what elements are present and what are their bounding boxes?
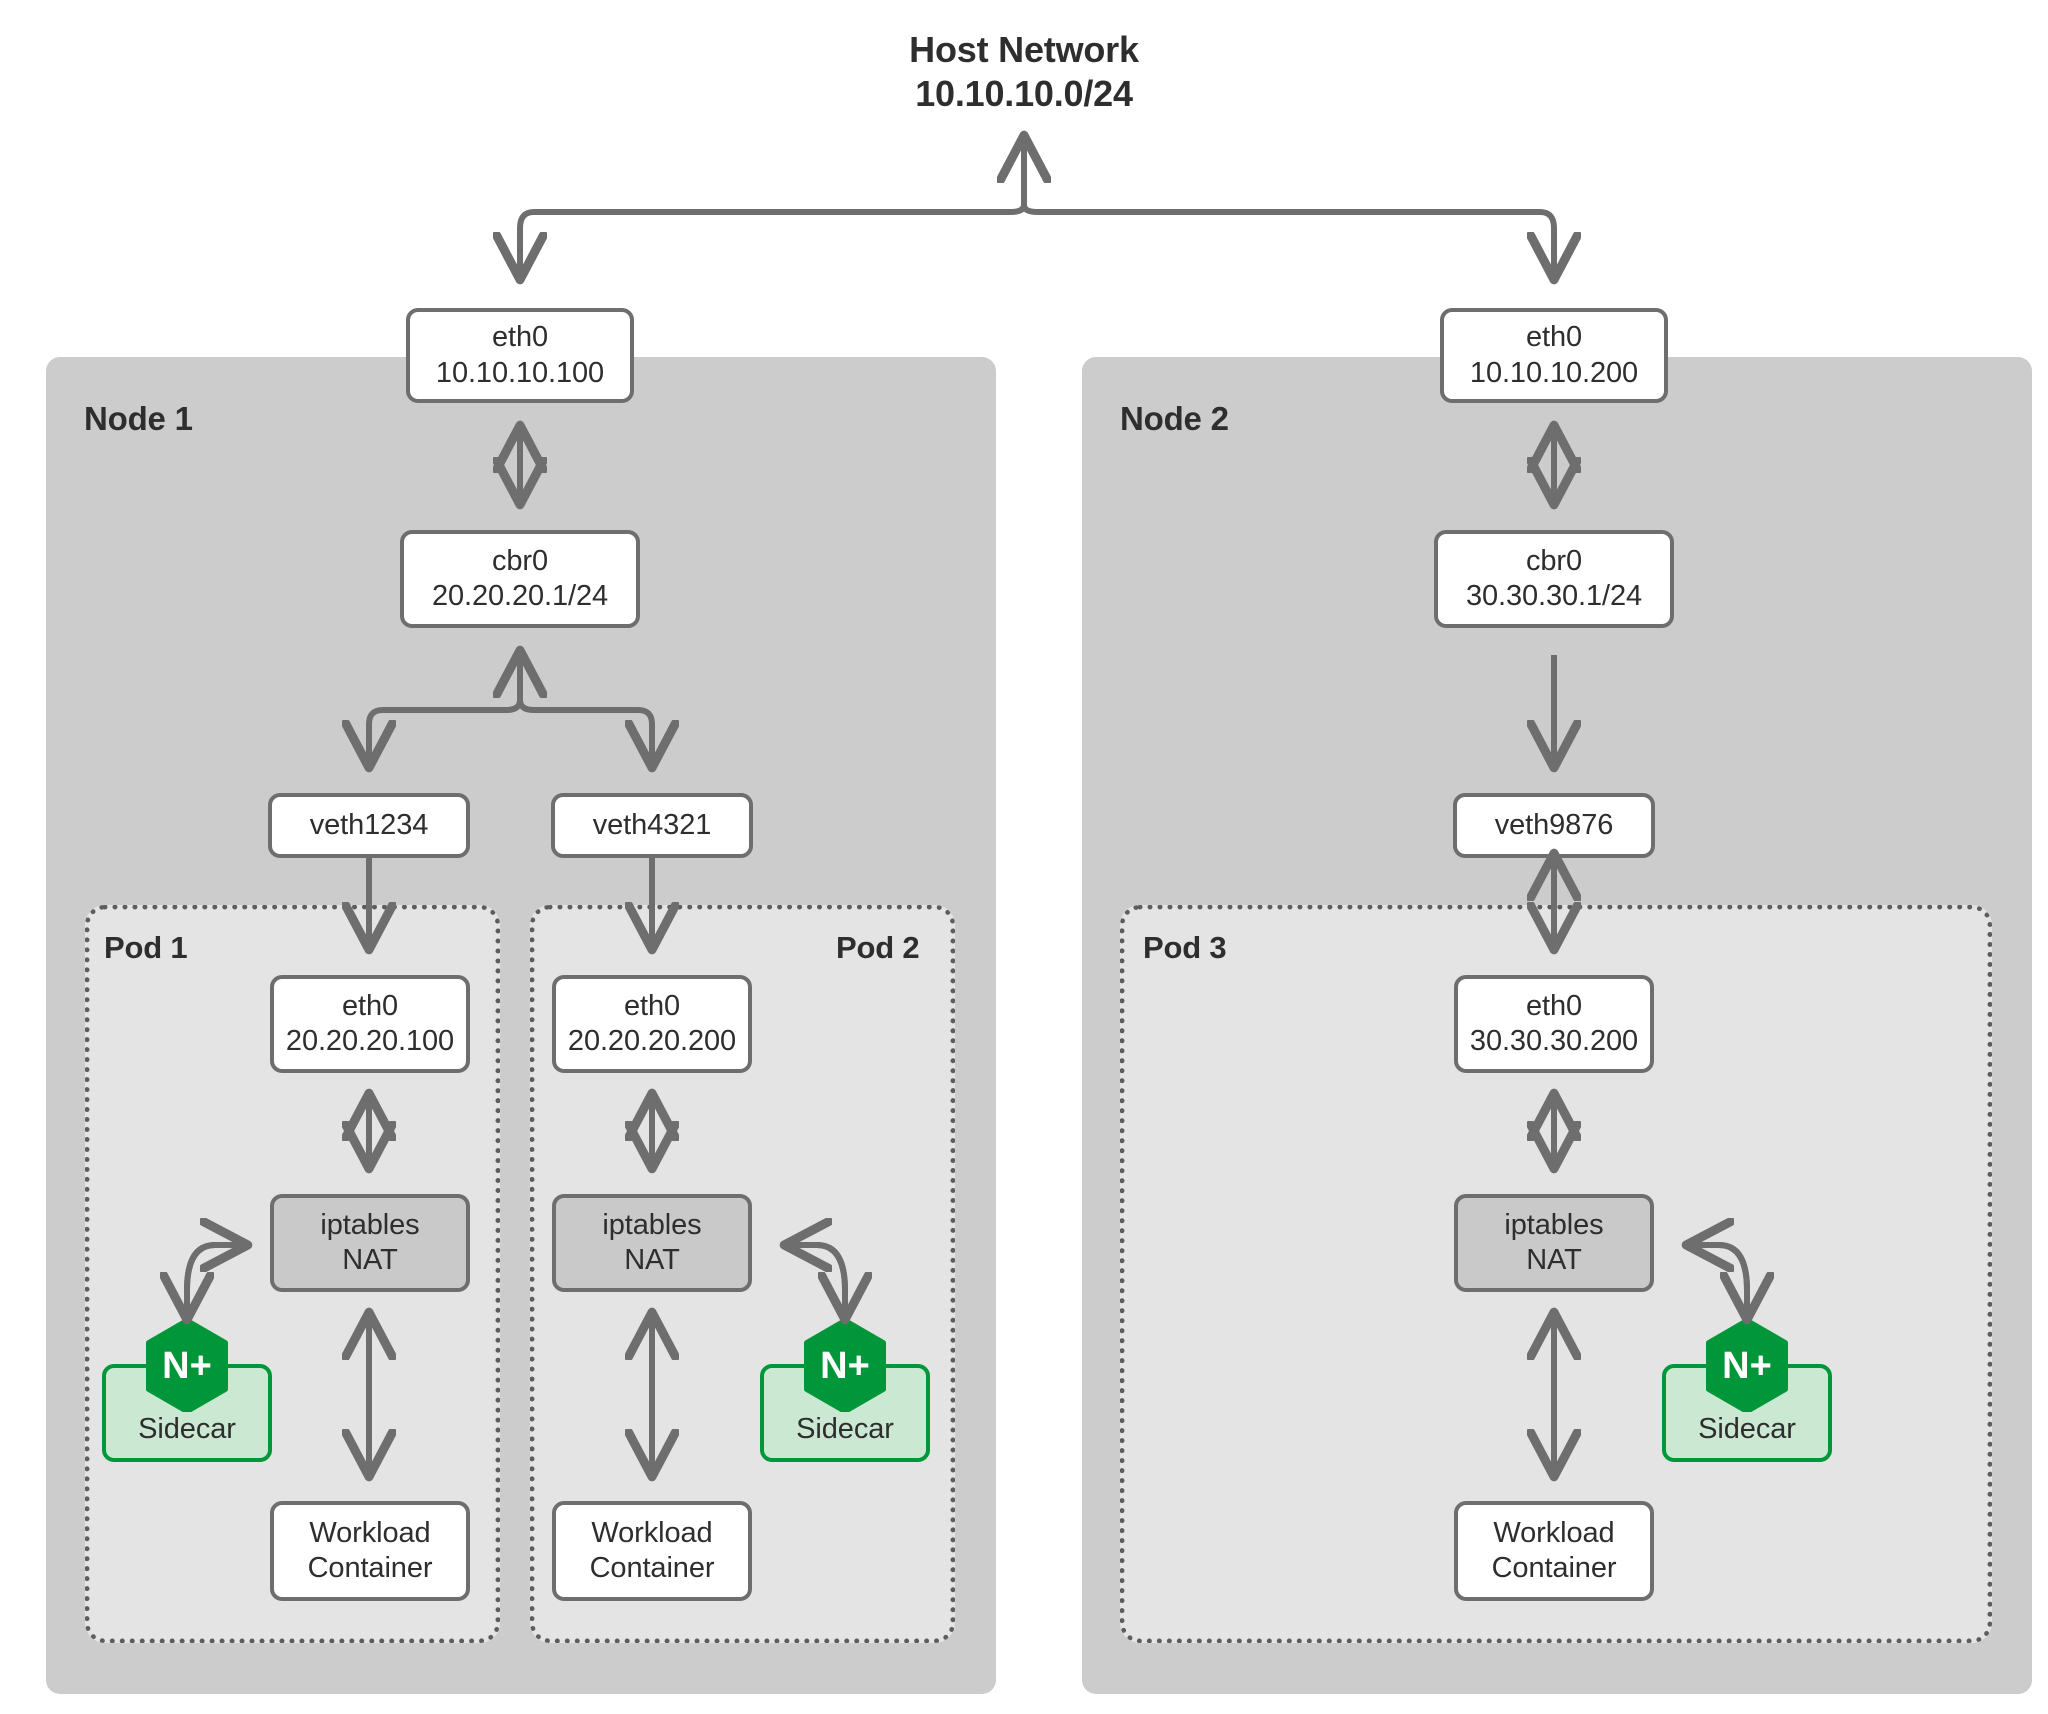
node-2-eth0-box[interactable]: eth0 10.10.10.200 [1440, 308, 1668, 403]
node-1-cbr0-ip: 20.20.20.1/24 [431, 580, 609, 612]
pod-3-nat-label: NAT [1526, 1244, 1582, 1276]
pod-1-eth0-box[interactable]: eth0 20.20.20.100 [270, 975, 470, 1073]
node-2-eth0-name: eth0 [1525, 321, 1583, 354]
pod-3-iptables-nat-box[interactable]: iptables NAT [1454, 1194, 1654, 1292]
pod-2-eth0-ip: 20.20.20.200 [567, 1025, 737, 1057]
node-2-veth9876-box[interactable]: veth9876 [1453, 793, 1655, 858]
pod-3-nginx-plus-icon: N+ [1705, 1320, 1789, 1412]
pod-2-workload-container-box[interactable]: Workload Container [552, 1501, 752, 1601]
pod-3-sidecar-label: Sidecar [1698, 1413, 1796, 1445]
host-network-title-line1: Host Network [909, 29, 1139, 70]
pod-1-nat-label: NAT [342, 1244, 398, 1276]
arrow-host-to-node1 [520, 204, 1027, 275]
svg-text:N+: N+ [1722, 1345, 1772, 1387]
node-1-label: Node 1 [84, 400, 193, 437]
host-network-subnet: 10.10.10.0/24 [915, 72, 1133, 114]
pod-3-label: Pod 3 [1143, 930, 1227, 965]
node-1-eth0-name: eth0 [491, 321, 549, 354]
node-2-label: Node 2 [1120, 400, 1229, 437]
node-2-cbr0-ip: 30.30.30.1/24 [1465, 580, 1643, 612]
pod-1-label: Pod 1 [104, 930, 188, 965]
pod-1-workload-line1: Workload [309, 1516, 431, 1549]
pod-2-label: Pod 2 [836, 930, 920, 965]
pod-2-iptables-label: iptables [602, 1208, 702, 1241]
pod-1-eth0-name: eth0 [341, 989, 399, 1022]
pod-1-iptables-nat-box[interactable]: iptables NAT [270, 1194, 470, 1292]
pod-2-workload-line1: Workload [591, 1516, 713, 1549]
pod-2-eth0-name: eth0 [623, 989, 681, 1022]
node-1-eth0-box[interactable]: eth0 10.10.10.100 [406, 308, 634, 403]
pod-3-iptables-label: iptables [1504, 1208, 1604, 1241]
node-2-veth9876-name: veth9876 [1494, 808, 1614, 841]
pod-1-nginx-plus-icon: N+ [145, 1320, 229, 1412]
node-1-cbr0-box[interactable]: cbr0 20.20.20.1/24 [400, 530, 640, 628]
pod-2-eth0-box[interactable]: eth0 20.20.20.200 [552, 975, 752, 1073]
node-2-cbr0-name: cbr0 [1525, 544, 1582, 577]
pod-1-eth0-ip: 20.20.20.100 [285, 1025, 455, 1057]
pod-3-workload-line1: Workload [1493, 1516, 1615, 1549]
pod-3-eth0-box[interactable]: eth0 30.30.30.200 [1454, 975, 1654, 1073]
pod-1-iptables-label: iptables [320, 1208, 420, 1241]
pod-1-sidecar-label: Sidecar [138, 1413, 236, 1445]
arrow-host-to-node2 [1021, 204, 1554, 275]
node-2-cbr0-box[interactable]: cbr0 30.30.30.1/24 [1434, 530, 1674, 628]
svg-text:N+: N+ [162, 1345, 212, 1387]
pod-3-workload-container-box[interactable]: Workload Container [1454, 1501, 1654, 1601]
pod-2-nginx-plus-icon: N+ [803, 1320, 887, 1412]
host-network-title: Host Network 10.10.10.0/24 [0, 28, 2048, 116]
pod-3-workload-line2: Container [1491, 1552, 1617, 1584]
pod-2-iptables-nat-box[interactable]: iptables NAT [552, 1194, 752, 1292]
node-1-veth4321-box[interactable]: veth4321 [551, 793, 753, 858]
pod-1-workload-container-box[interactable]: Workload Container [270, 1501, 470, 1601]
pod-1-workload-line2: Container [307, 1552, 433, 1584]
node-2-eth0-ip: 10.10.10.200 [1469, 356, 1639, 389]
node-1-veth1234-name: veth1234 [309, 808, 429, 841]
pod-2-workload-line2: Container [589, 1552, 715, 1584]
node-1-veth1234-box[interactable]: veth1234 [268, 793, 470, 858]
pod-3-eth0-name: eth0 [1525, 989, 1583, 1022]
node-1-cbr0-name: cbr0 [491, 544, 548, 577]
node-1-eth0-ip: 10.10.10.100 [435, 356, 605, 389]
node-1-veth4321-name: veth4321 [592, 808, 712, 841]
pod-2-sidecar-label: Sidecar [796, 1413, 894, 1445]
pod-2-nat-label: NAT [624, 1244, 680, 1276]
svg-text:N+: N+ [820, 1345, 870, 1387]
pod-3-eth0-ip: 30.30.30.200 [1469, 1025, 1639, 1057]
